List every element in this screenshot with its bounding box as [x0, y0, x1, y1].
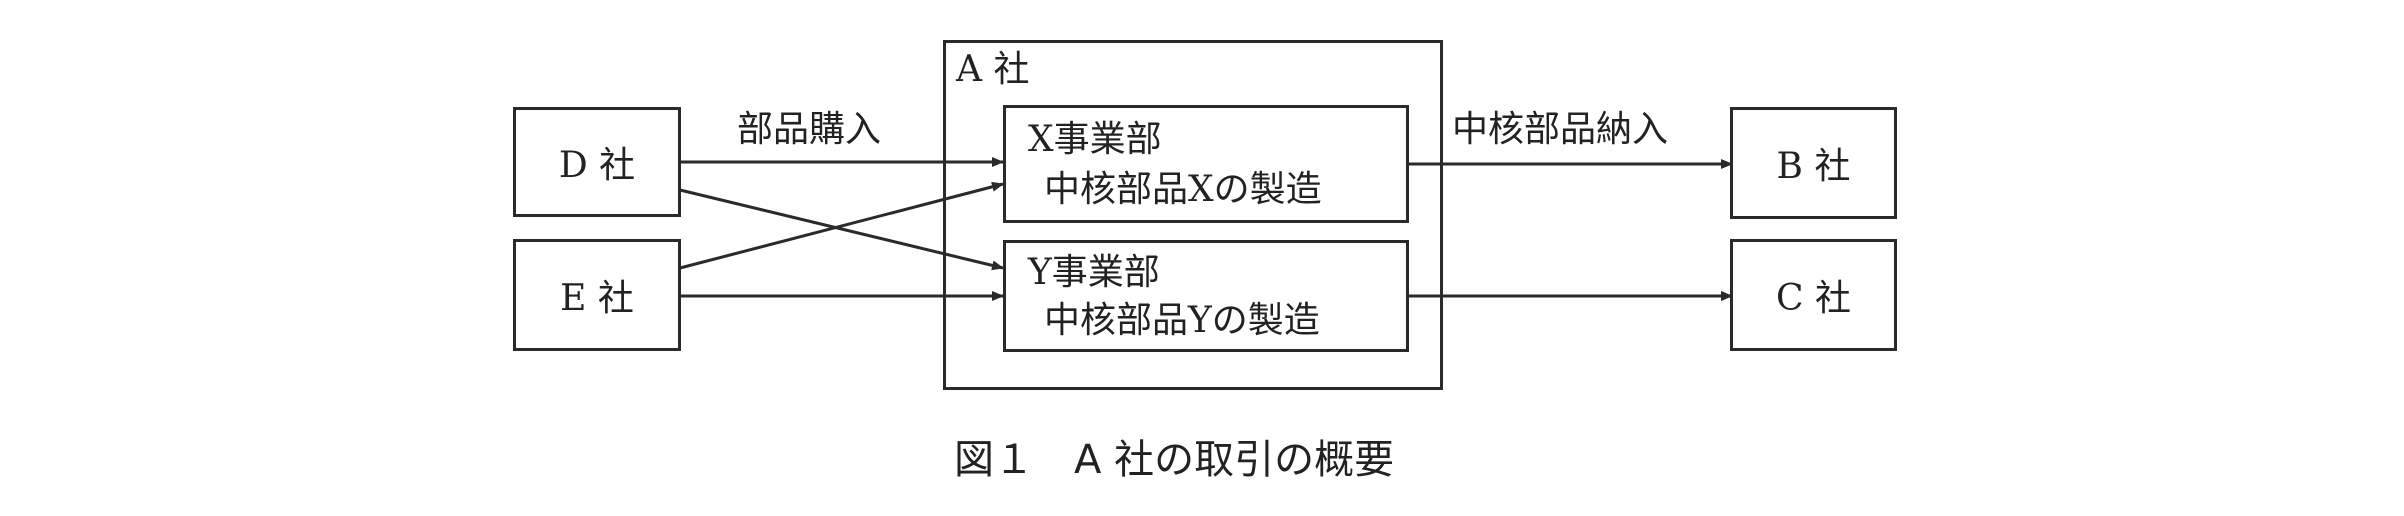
company-b-box: B 社	[1730, 107, 1897, 219]
company-c-label: C 社	[1776, 278, 1851, 319]
company-d-label: D 社	[558, 145, 636, 186]
company-c-box: C 社	[1730, 239, 1897, 351]
arrow-d-to-y	[679, 188, 1004, 271]
company-d-box: D 社	[513, 107, 681, 217]
company-a-box	[943, 40, 1443, 390]
figure-caption: 図１ A 社の取引の概要	[954, 437, 1395, 483]
division-y-name: Y事業部	[1028, 252, 1160, 293]
division-y-role: 中核部品Yの製造	[1044, 300, 1320, 341]
division-y-box: Y事業部 中核部品Yの製造	[1003, 240, 1409, 352]
company-e-box: E 社	[513, 239, 681, 351]
division-x-name: X事業部	[1028, 119, 1162, 160]
company-a-label: A 社	[956, 49, 1030, 90]
arrow-e-to-x	[679, 181, 1004, 270]
delivery-edge-label: 中核部品納入	[1452, 109, 1669, 150]
purchase-edge-label: 部品購入	[737, 109, 882, 150]
division-x-role: 中核部品Xの製造	[1044, 169, 1322, 210]
company-e-label: E 社	[560, 278, 634, 319]
division-x-box: X事業部 中核部品Xの製造	[1003, 105, 1409, 223]
company-b-label: B 社	[1776, 146, 1851, 187]
